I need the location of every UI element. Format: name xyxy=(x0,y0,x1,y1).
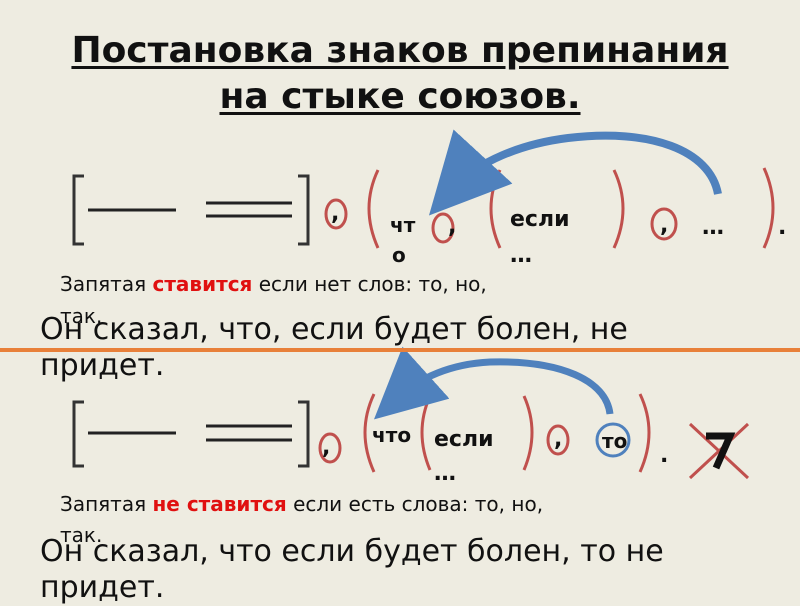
rule-1-highlight: ставится xyxy=(152,272,253,296)
ellipsis-2: … xyxy=(702,215,724,240)
circle-comma-3 xyxy=(650,207,678,241)
comma-mark-1: , xyxy=(331,201,340,226)
ellipsis-1: … xyxy=(510,243,532,268)
word-chto-tail-1: о xyxy=(392,243,406,267)
comma-mark-4: , xyxy=(322,435,331,460)
rule-2-prefix: Запятая xyxy=(60,492,153,516)
inner-bracket-close-1 xyxy=(612,169,625,249)
page-title: Постановка знаков препинания на стыке со… xyxy=(0,28,800,120)
rule-text-2: Запятая не ставится если есть слова: то,… xyxy=(60,492,740,516)
main-clause-bracket-1 xyxy=(72,174,310,246)
rule-2-line2: так. xyxy=(60,523,103,547)
arrow-1 xyxy=(428,129,722,216)
circle-comma-5 xyxy=(546,424,570,456)
word-chto-1: чт xyxy=(390,213,416,237)
rule-2-highlight: не ставится xyxy=(152,492,287,516)
comma-mark-3: , xyxy=(660,213,669,238)
word-to: то xyxy=(602,429,628,453)
divider-line xyxy=(0,348,800,352)
inner-bracket-open-1 xyxy=(489,169,502,249)
comma-mark-2: , xyxy=(448,214,457,239)
period-2: . xyxy=(660,443,669,468)
ellipsis-3: … xyxy=(434,461,456,486)
crossed-comma-mark xyxy=(706,432,736,470)
circle-comma-4 xyxy=(318,432,342,464)
rule-1-line2: так. xyxy=(60,304,103,328)
crossed-comma xyxy=(688,422,750,480)
rule-2-suffix: если есть слова: то, но, xyxy=(286,492,544,516)
arrow-2 xyxy=(373,346,614,420)
rule-text-1: Запятая ставится если нет слов: то, но, xyxy=(60,272,680,296)
predicate-lines-1 xyxy=(206,201,292,218)
circle-comma-1 xyxy=(324,198,348,230)
predicate-lines-2 xyxy=(206,424,292,442)
sub-clause-bracket-open-1 xyxy=(367,169,380,249)
main-clause-bracket-2 xyxy=(72,400,310,468)
title-line-2: на стыке союзов. xyxy=(219,76,581,117)
word-esli-2: если xyxy=(434,427,494,452)
word-esli-1: если xyxy=(510,207,570,232)
example-sentence-2: Он сказал, что если будет болен, то не п… xyxy=(40,534,664,605)
rule-1-suffix: если нет слов: то, но, xyxy=(252,272,487,296)
circle-comma-2 xyxy=(431,212,455,244)
sub-clause-bracket-close-1 xyxy=(762,167,775,249)
sub-clause-bracket-open-2 xyxy=(363,393,376,473)
comma-mark-5: , xyxy=(554,427,563,452)
period-1: . xyxy=(778,215,787,240)
inner-bracket-open-2 xyxy=(420,395,432,471)
example-sentence-1: Он сказал, что, если будет болен, не при… xyxy=(40,312,628,383)
rule-1-prefix: Запятая xyxy=(60,272,153,296)
title-line-1: Постановка знаков препинания xyxy=(71,30,729,71)
circle-to xyxy=(595,422,631,458)
word-chto-2: что xyxy=(372,423,412,447)
inner-bracket-close-2 xyxy=(522,395,534,471)
sub-clause-bracket-close-2 xyxy=(638,393,651,473)
